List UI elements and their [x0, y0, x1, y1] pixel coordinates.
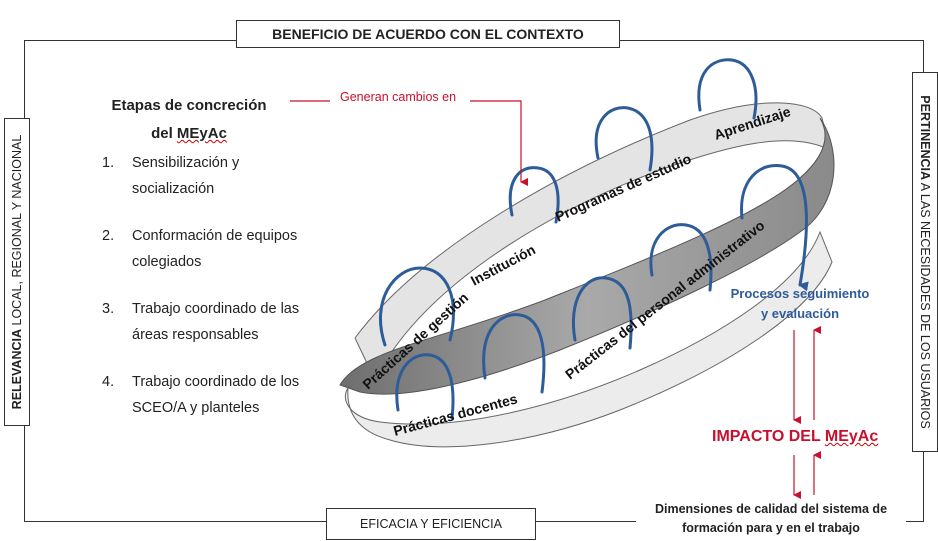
blue-arc-8 — [649, 223, 713, 292]
generan-cambios-label: Generan cambios en — [340, 90, 457, 104]
blue-arc-5 — [395, 353, 455, 420]
stages-title-acronym: MEyAc — [176, 125, 227, 142]
dimensiones-line2: formación para y en el trabajo — [682, 521, 860, 535]
dimensiones-line1: Dimensiones de calidad del sistema de — [654, 502, 888, 516]
spiral-dark-ribbon — [339, 117, 835, 395]
header-title: BENEFICIO DE ACUERDO CON EL CONTEXTO — [236, 20, 620, 48]
blue-arc-1 — [379, 266, 455, 347]
stage-item: 1. Sensibilización y socialización — [102, 150, 312, 202]
generan-arrow — [290, 100, 521, 182]
relevancia-label: RELEVANCIA LOCAL, REGIONAL Y NACIONAL — [4, 118, 30, 426]
stage-text: Trabajo coordinado de los SCEO/A y plant… — [132, 374, 300, 416]
stage-number: 2. — [102, 228, 115, 244]
blue-arc-7 — [572, 276, 633, 350]
procesos-label: Procesos seguimiento y evaluación — [700, 284, 900, 324]
stage-number: 1. — [102, 155, 115, 171]
procesos-line1: Procesos seguimiento — [730, 286, 870, 301]
stages-list: 1. Sensibilización y socialización 2. Conf… — [102, 150, 312, 442]
footer-title: EFICACIA Y EFICIENCIA — [326, 508, 536, 540]
blue-arc-6 — [482, 313, 546, 394]
spiral-lower-ribbon — [344, 230, 833, 448]
stages-title-prefix: del — [151, 125, 177, 142]
impacto-label: IMPACTO DEL MEyAc — [712, 428, 878, 446]
spiral-arcs — [379, 58, 809, 420]
stage-text: Conformación de equipos colegiados — [132, 228, 298, 270]
blue-arc-3 — [594, 106, 654, 172]
blue-arc-9 — [740, 163, 809, 292]
stage-text: Trabajo coordinado de las áreas responsa… — [132, 301, 300, 343]
stages-title: Etapas de concreción del MEyAc — [96, 92, 282, 148]
blue-arc-4 — [697, 58, 758, 120]
impacto-acronym: MEyAc — [824, 428, 879, 445]
dimensiones-label: Dimensiones de calidad del sistema de fo… — [636, 500, 906, 538]
stage-item: 2. Conformación de equipos colegiados — [102, 223, 312, 275]
stage-item: 4. Trabajo coordinado de los SCEO/A y pla… — [102, 369, 312, 421]
stage-item: 3. Trabajo coordinado de las áreas respon… — [102, 296, 312, 348]
procesos-line2: y evaluación — [760, 306, 840, 321]
impacto-prefix: IMPACTO DEL — [712, 428, 825, 445]
stage-text: Sensibilización y socialización — [132, 155, 240, 197]
stage-number: 4. — [102, 374, 115, 390]
stage-number: 3. — [102, 301, 115, 317]
stages-title-line1: Etapas de concreción — [111, 97, 267, 114]
blue-arc-2 — [508, 166, 560, 224]
